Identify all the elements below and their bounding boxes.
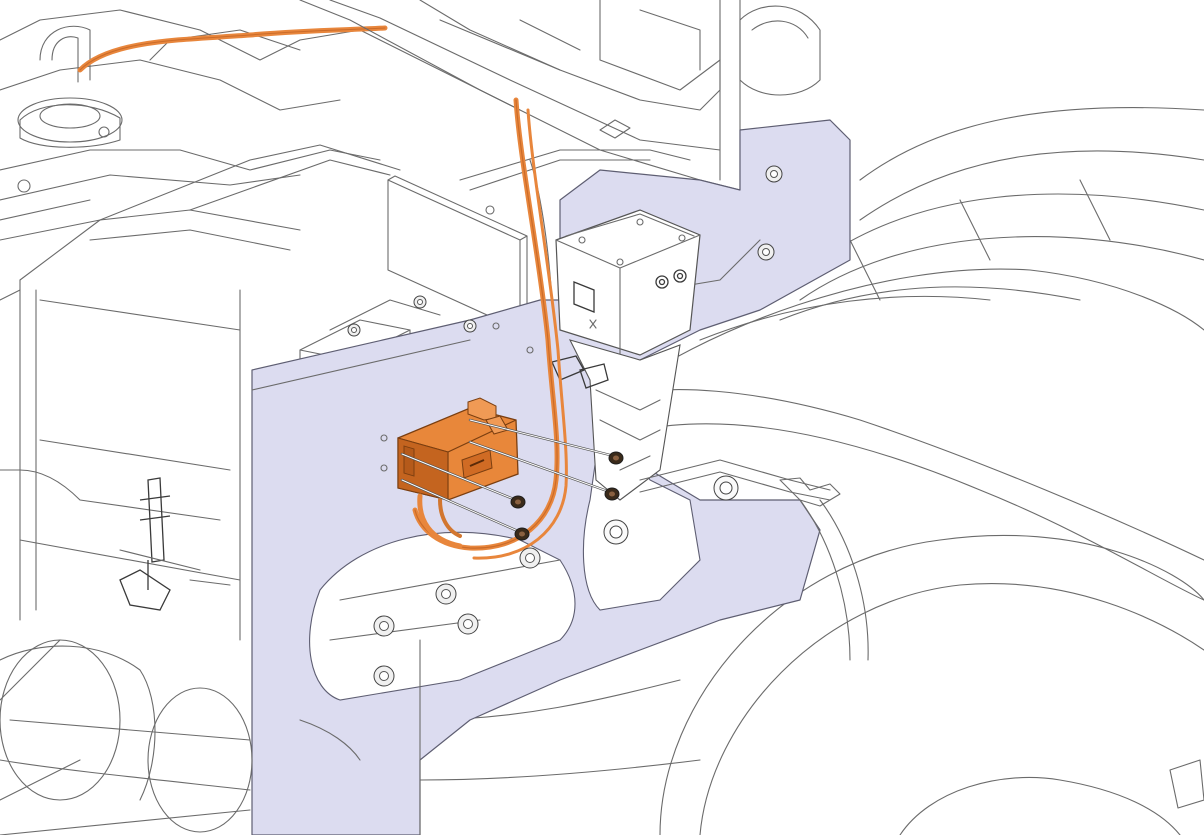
hex-bolt: [347, 323, 361, 337]
linkage-rods: [603, 459, 869, 661]
mounting-screws: [400, 418, 624, 541]
hex-bolt: [463, 319, 477, 333]
hex-bolt: [373, 615, 395, 637]
hex-bolt: [757, 243, 775, 261]
screw-head: [604, 487, 620, 501]
fender: [609, 107, 1204, 601]
hex-bolt: [765, 165, 783, 183]
hex-bolt: [457, 613, 479, 635]
fuel-line: [459, 149, 691, 181]
hex-bolt: [435, 583, 457, 605]
hex-bolt: [519, 547, 541, 569]
screw-head: [510, 495, 526, 509]
screw-head: [608, 451, 624, 465]
pump-unit: [551, 209, 701, 501]
screw-head: [514, 527, 530, 541]
electronic-module: [397, 397, 519, 549]
hex-bolt: [373, 665, 395, 687]
fuel-tank: [0, 144, 480, 660]
upper-engine-assembly: [0, 9, 521, 201]
upper-harness: [77, 25, 388, 73]
hex-bolt: [413, 295, 427, 309]
hex-bolts: [347, 165, 783, 687]
bracket-cutout: [309, 531, 576, 701]
wiring-harness: [412, 97, 568, 560]
lower-cylinders: [0, 635, 253, 835]
